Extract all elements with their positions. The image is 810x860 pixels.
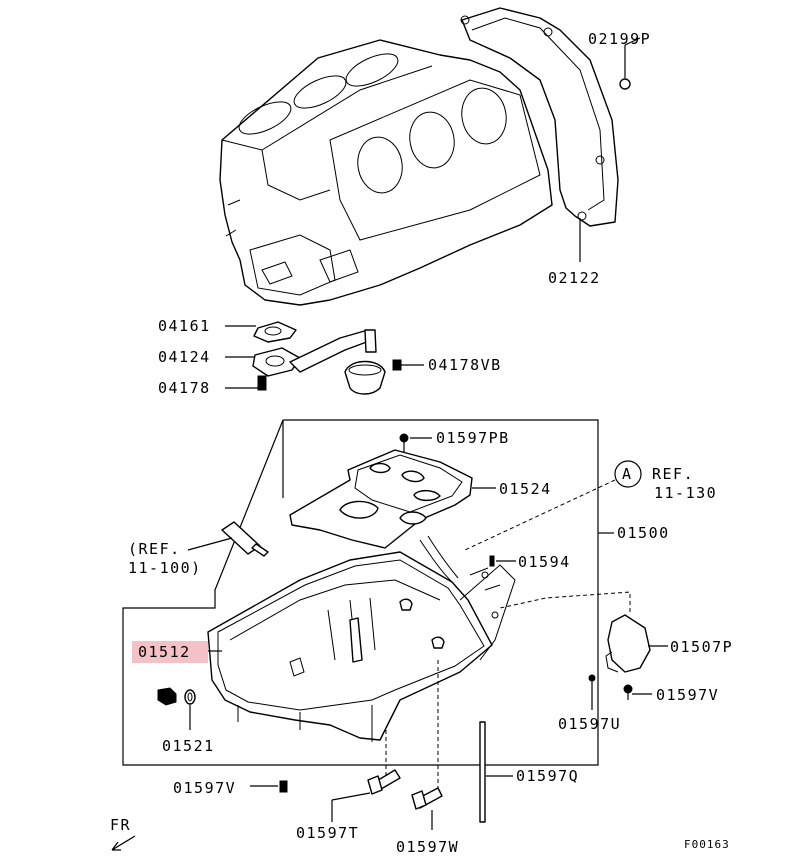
label-01597PB: 01597PB <box>436 429 510 447</box>
label-01597T: 01597T <box>296 824 359 842</box>
fr-label: FR <box>110 816 131 834</box>
oil-pan <box>207 551 516 742</box>
label-01597V-right: 01597V <box>656 686 719 704</box>
label-01507P: 01507P <box>670 638 733 656</box>
bolt-01597V-left <box>250 780 288 793</box>
bolt-01597V-right <box>623 684 652 700</box>
label-01597V-left: 01597V <box>173 779 236 797</box>
fr-arrow-icon <box>111 835 136 851</box>
label-04124: 04124 <box>158 348 211 366</box>
sealant-tube <box>221 521 269 557</box>
label-01524: 01524 <box>499 480 552 498</box>
oil-strainer <box>252 321 402 395</box>
label-01500: 01500 <box>617 524 670 542</box>
label-02122: 02122 <box>548 269 601 287</box>
ref-a-number: 11-130 <box>654 484 717 502</box>
bolt-01597W <box>411 787 443 830</box>
ref-11-100-ref: (REF. <box>128 540 181 558</box>
ref-11-100-number: 11-100) <box>128 559 202 577</box>
label-01521: 01521 <box>162 737 215 755</box>
ref-a-circle <box>614 460 642 488</box>
bolt-01597PB <box>399 433 432 455</box>
bolt-02199P <box>619 37 641 90</box>
bolt-01597U <box>588 674 596 710</box>
label-01597U: 01597U <box>558 715 621 733</box>
drain-plug <box>157 687 196 730</box>
label-01597W: 01597W <box>396 838 459 856</box>
ref-a-ref: REF. <box>652 465 694 483</box>
pin-01594 <box>489 555 495 567</box>
label-01597Q: 01597Q <box>516 767 579 785</box>
bolt-01597Q <box>479 721 513 823</box>
baffle-plate-01524 <box>289 449 473 549</box>
engine-block <box>219 39 553 306</box>
label-01594: 01594 <box>518 553 571 571</box>
bolt-01597T <box>331 769 401 822</box>
label-02199P: 02199P <box>588 30 651 48</box>
ref-a-letter: A <box>622 465 633 483</box>
label-01512: 01512 <box>138 643 191 661</box>
rear-plate-02122 <box>460 7 619 227</box>
label-04178VB: 04178VB <box>428 356 502 374</box>
assembly-bracket-01500 <box>122 419 599 766</box>
label-04178: 04178 <box>158 379 211 397</box>
figure-code: F00163 <box>684 838 730 851</box>
label-04161: 04161 <box>158 317 211 335</box>
cover-01507P <box>605 614 651 673</box>
highlight-01512 <box>132 641 208 663</box>
